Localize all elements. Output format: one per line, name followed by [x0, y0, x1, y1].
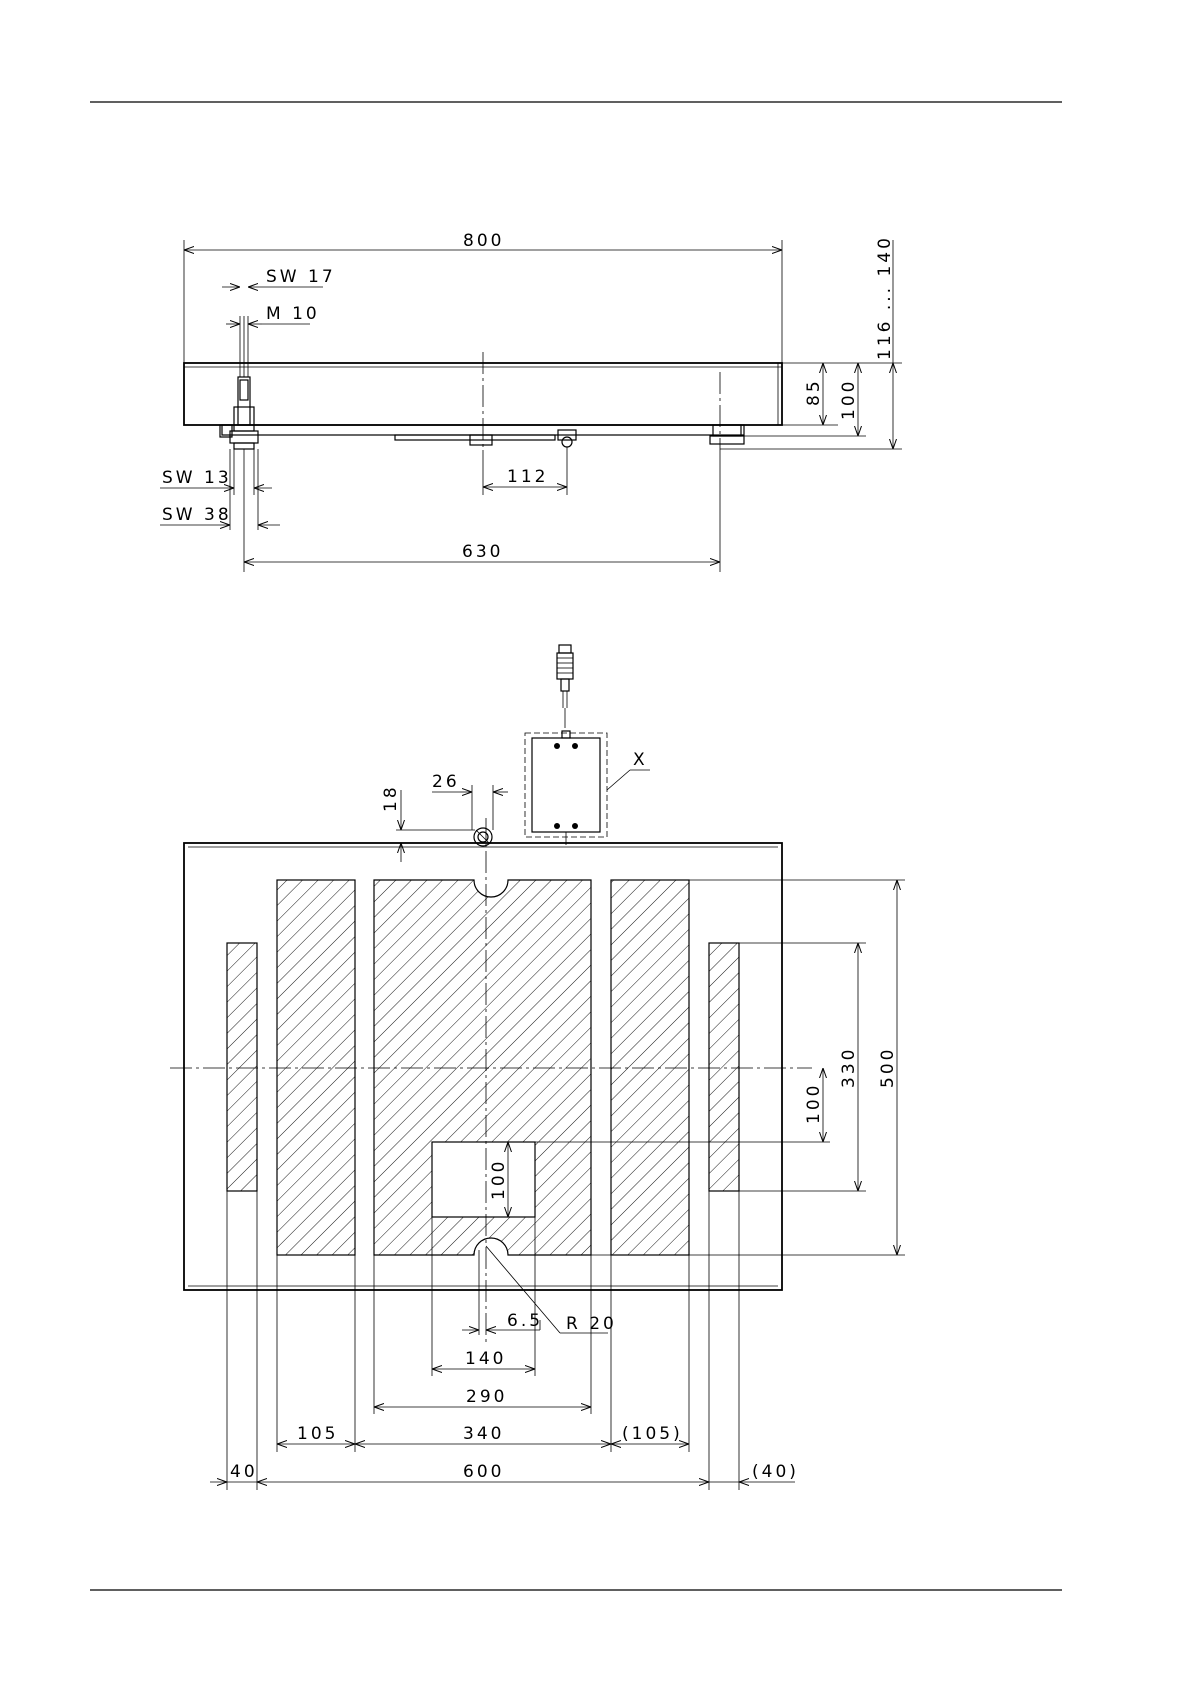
dim-600: 600 [463, 1462, 504, 1482]
hatch-area-right [611, 880, 689, 1255]
dim-330: 330 [839, 1047, 859, 1088]
hatch-area-left [277, 880, 355, 1255]
dim-340: 340 [463, 1424, 504, 1444]
callout-x: X [633, 750, 648, 770]
hatch-area-far-right [709, 943, 739, 1191]
dim-140: 140 [465, 1349, 506, 1369]
dim-sw17: SW 17 [266, 267, 336, 287]
dim-100-right: 100 [804, 1083, 824, 1124]
dim-500: 500 [878, 1047, 898, 1088]
dim-290: 290 [466, 1387, 507, 1407]
dim-sw38: SW 38 [162, 505, 232, 525]
dim-m10: M 10 [266, 304, 320, 324]
dim-105-ref: (105) [622, 1424, 683, 1444]
dim-85: 85 [804, 378, 824, 406]
dim-26: 26 [432, 772, 460, 792]
dim-630: 630 [462, 542, 503, 562]
dim-r20: R 20 [566, 1314, 617, 1334]
dim-800: 800 [463, 231, 504, 251]
dim-100-cutout: 100 [489, 1159, 509, 1200]
dim-100-side: 100 [839, 379, 859, 420]
top-view: X 26 18 500 [170, 645, 905, 1490]
junction-box [525, 731, 607, 845]
dim-40: 40 [230, 1462, 258, 1482]
hatch-area-far-left [227, 943, 257, 1191]
dim-6-5: 6.5 [507, 1311, 543, 1331]
center-cutout [432, 1142, 535, 1217]
dim-18: 18 [381, 784, 401, 812]
dim-105: 105 [297, 1424, 338, 1444]
side-view: 800 SW 17 M 10 116 ... 140 85 100 SW 13 [160, 231, 902, 572]
foot-assembly-left [230, 316, 258, 449]
dim-116-140: 116 ... 140 [875, 235, 895, 360]
cable-connector [557, 645, 573, 728]
dim-sw13: SW 13 [162, 468, 232, 488]
dim-40-ref: (40) [752, 1462, 799, 1482]
dim-112: 112 [507, 467, 548, 487]
